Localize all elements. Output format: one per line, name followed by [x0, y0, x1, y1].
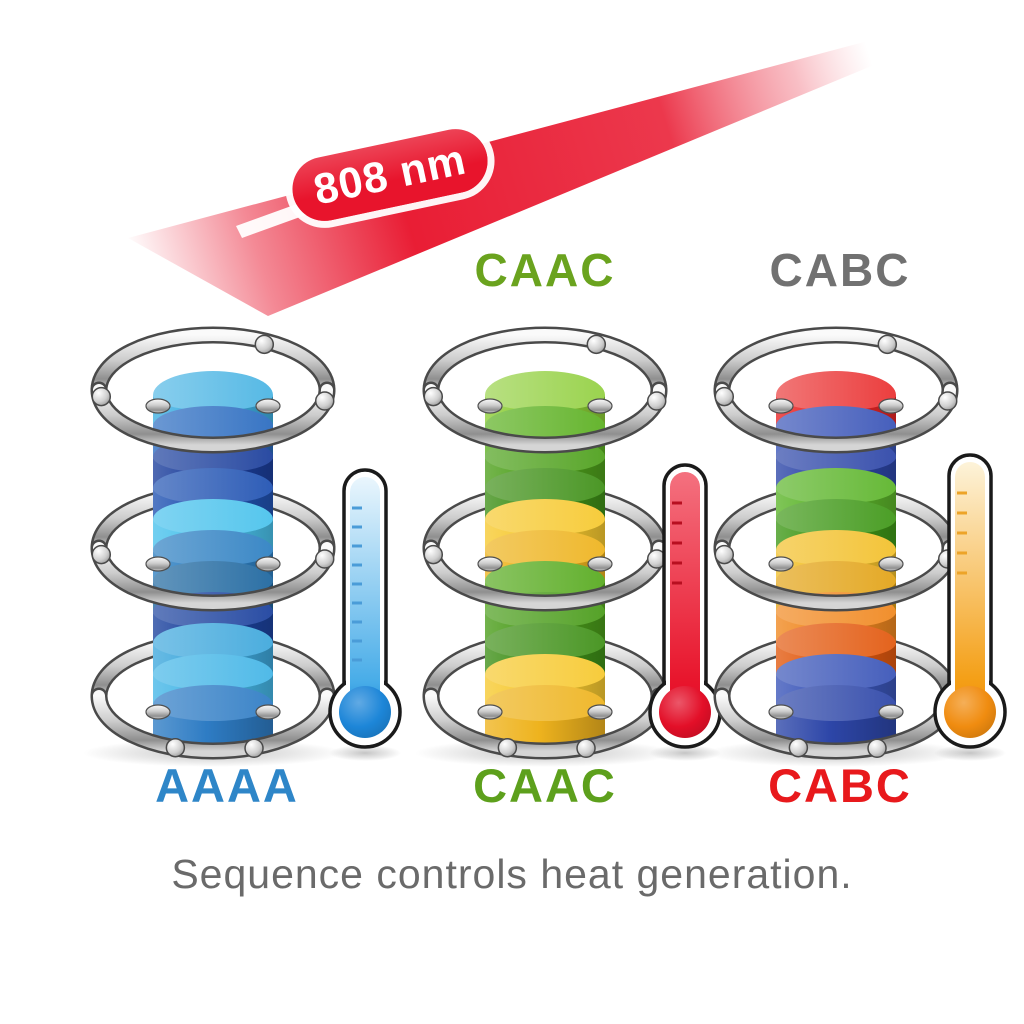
disc-top — [776, 654, 896, 694]
disc-top — [485, 685, 605, 725]
figure-caption: Sequence controls heat generation. — [171, 851, 853, 897]
disc-top — [153, 623, 273, 663]
disc — [776, 705, 896, 752]
disc-top — [485, 561, 605, 601]
disc-top — [485, 499, 605, 539]
disc-top — [153, 499, 273, 539]
disc-top — [776, 623, 896, 663]
disc-top — [153, 530, 273, 570]
disc-top — [776, 468, 896, 508]
disc-top — [776, 530, 896, 570]
bottom-label-cabc: CABC — [768, 759, 912, 812]
stack-aaaa — [83, 326, 343, 767]
disc-top — [153, 654, 273, 694]
bottom-label-aaaa: AAAA — [155, 759, 299, 812]
disc-top — [153, 371, 273, 419]
thermometer-icon-aaaa — [328, 468, 402, 761]
disc-top — [485, 530, 605, 570]
disc-top — [776, 499, 896, 539]
thermometer-icon-cabc — [933, 453, 1007, 761]
disc-top — [153, 468, 273, 508]
disc-top — [776, 561, 896, 601]
disc-top — [776, 371, 896, 419]
disc-top — [776, 685, 896, 725]
disc-top — [485, 468, 605, 508]
disc-top — [485, 371, 605, 419]
top-label-caac: CAAC — [474, 244, 616, 296]
disc-top — [485, 623, 605, 663]
stack-caac — [415, 326, 675, 767]
disc-top — [485, 654, 605, 694]
disc-top — [153, 685, 273, 725]
stack-cabc — [706, 326, 966, 767]
thermometer-icon-caac — [648, 463, 722, 761]
disc — [485, 705, 605, 752]
bottom-label-caac: CAAC — [473, 759, 617, 812]
disc — [153, 705, 273, 752]
disc-top — [153, 561, 273, 601]
top-label-cabc: CABC — [769, 244, 911, 296]
